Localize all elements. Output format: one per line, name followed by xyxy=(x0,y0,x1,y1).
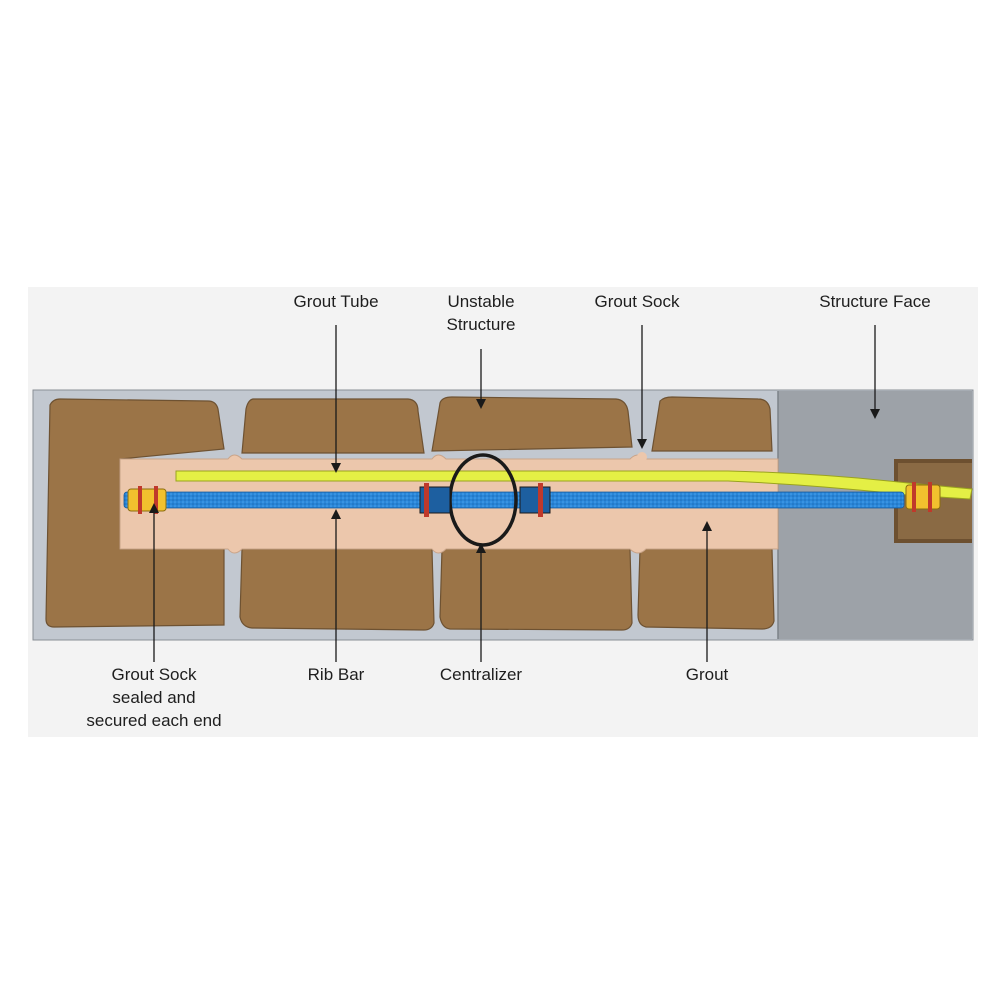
label-rib-bar: Rib Bar xyxy=(307,665,365,684)
label-centralizer: Centralizer xyxy=(439,665,523,684)
rock-block xyxy=(439,548,633,631)
label-grout-tube: Grout Tube xyxy=(293,292,379,311)
rock-block xyxy=(651,396,773,452)
end-cap-icon xyxy=(127,486,167,514)
diagram-panel: Grout Tube Unstable Structure Grout Sock… xyxy=(28,287,978,737)
rock-block xyxy=(431,396,633,452)
label-grout-sock-sealed: Grout Sock sealed and secured each end xyxy=(86,665,222,730)
rock-block xyxy=(239,548,435,631)
clamp-icon xyxy=(424,483,429,517)
label-grout: Grout xyxy=(685,665,729,684)
rock-block xyxy=(45,398,225,628)
rock-block xyxy=(637,548,775,630)
label-structure-face: Structure Face xyxy=(819,292,931,311)
grout-tube xyxy=(175,470,973,500)
end-cap-icon xyxy=(905,482,941,512)
rock-block xyxy=(241,398,425,454)
label-unstable-structure: Unstable Structure xyxy=(446,292,516,334)
rib-bar xyxy=(123,491,905,509)
clamp-icon xyxy=(538,483,543,517)
rock-bolt-diagram xyxy=(32,325,974,662)
label-grout-sock: Grout Sock xyxy=(594,292,680,311)
